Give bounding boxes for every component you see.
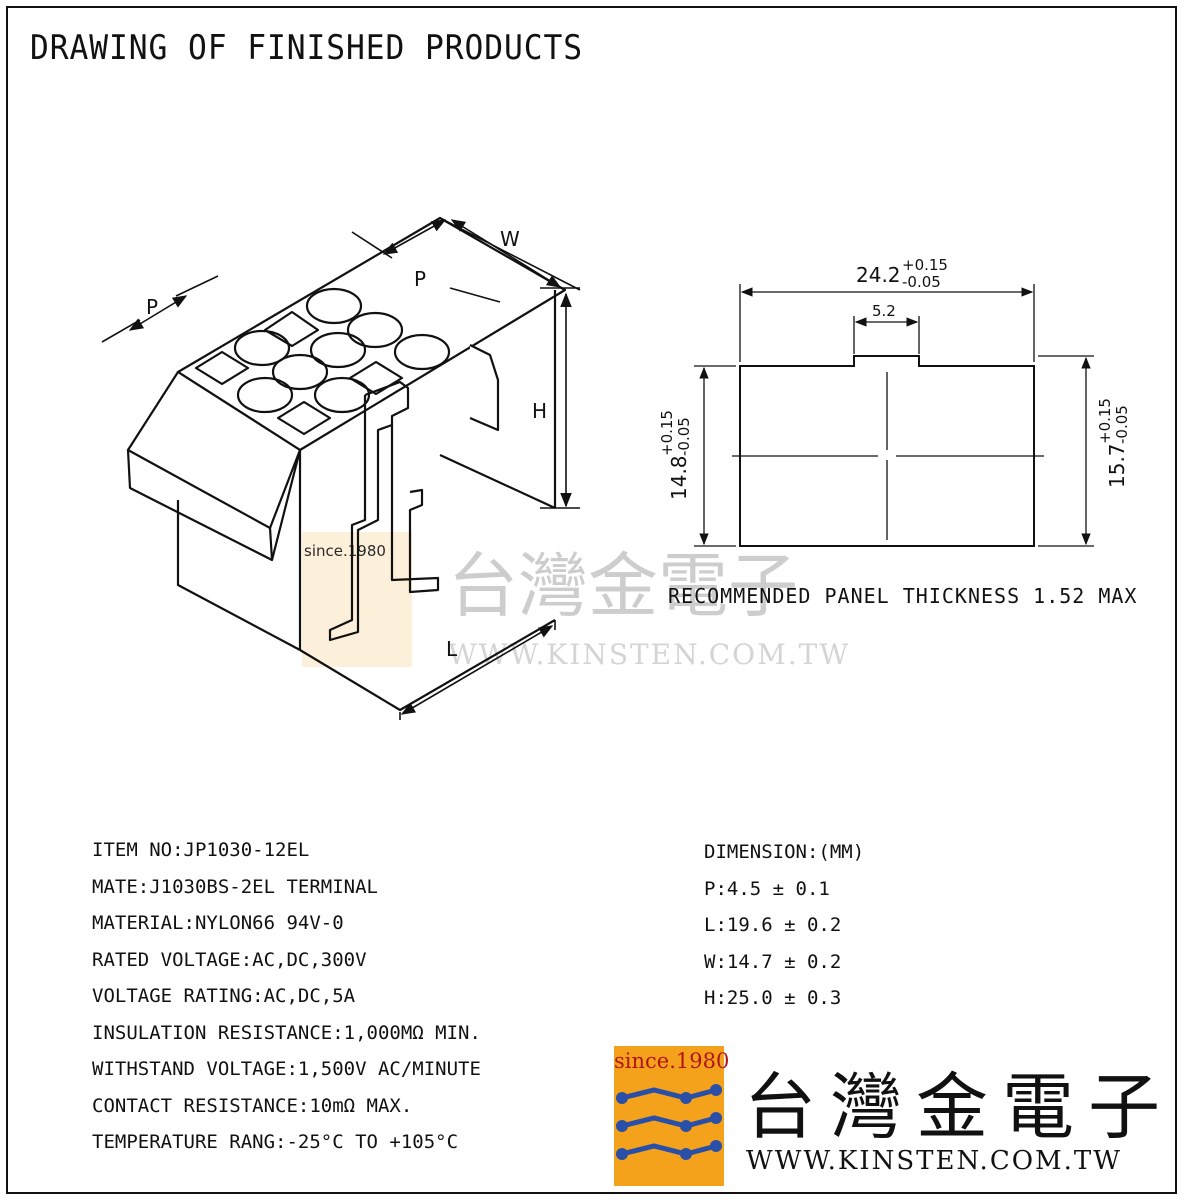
pin-hole bbox=[233, 329, 291, 367]
dim-label-h: H bbox=[532, 399, 547, 423]
side-right-height: 15.7 bbox=[1105, 443, 1129, 488]
side-left-tol-minus: -0.05 bbox=[675, 417, 693, 456]
side-view bbox=[694, 284, 1094, 547]
pin-hole bbox=[305, 287, 363, 325]
pin-hole bbox=[393, 333, 451, 371]
watermark-url: WWW.KINSTEN.COM.TW bbox=[448, 638, 850, 671]
side-tab-width: 5.2 bbox=[872, 302, 896, 320]
dim-label-l: L bbox=[446, 637, 458, 661]
isometric-connector bbox=[101, 216, 581, 720]
pin-hole bbox=[309, 331, 367, 369]
dim-label-p-right: P bbox=[414, 267, 426, 291]
circuit-logo-icon bbox=[614, 1076, 724, 1186]
spec-rated-voltage: RATED VOLTAGE:AC,DC,300V bbox=[92, 948, 367, 971]
dim-label-p-left: P bbox=[146, 295, 158, 319]
dimension-list: DIMENSION:(MM) P:4.5 ± 0.1 L:19.6 ± 0.2 … bbox=[704, 834, 864, 1017]
dimension-w: W:14.7 ± 0.2 bbox=[704, 950, 842, 973]
logo-url: WWW.KINSTEN.COM.TW bbox=[746, 1146, 1122, 1176]
pin-hole bbox=[313, 376, 371, 414]
square-pin-hole bbox=[263, 310, 320, 348]
spec-list: ITEM NO:JP1030-12EL MATE:J1030BS-2EL TER… bbox=[92, 832, 481, 1161]
pin-hole bbox=[271, 353, 329, 391]
square-pin-hole bbox=[348, 360, 404, 396]
logo-since-badge: since.1980 bbox=[614, 1046, 729, 1076]
panel-thickness-note: RECOMMENDED PANEL THICKNESS 1.52 MAX bbox=[668, 584, 1138, 608]
square-pin-hole bbox=[194, 350, 250, 386]
spec-voltage-rating: VOLTAGE RATING:AC,DC,5A bbox=[92, 985, 356, 1007]
side-left-height: 14.8 bbox=[667, 455, 691, 500]
side-left-tol-plus: +0.15 bbox=[658, 410, 676, 456]
side-right-tol-plus: +0.15 bbox=[1096, 398, 1114, 444]
pin-hole bbox=[346, 311, 404, 349]
spec-insulation-resistance: INSULATION RESISTANCE:1,000MΩ MIN. bbox=[92, 1021, 481, 1044]
watermark-cn-name: 台灣金電子 bbox=[448, 545, 798, 627]
spec-material: MATERIAL:NYLON66 94V-0 bbox=[92, 912, 344, 934]
spec-item-no: ITEM NO:JP1030-12EL bbox=[92, 839, 310, 861]
spec-mate: MATE:J1030BS-2EL TERMINAL bbox=[92, 875, 378, 898]
dimension-h: H:25.0 ± 0.3 bbox=[704, 987, 842, 1009]
dim-label-w: W bbox=[500, 227, 520, 251]
pin-hole bbox=[236, 376, 294, 414]
side-width-value: 24.2 bbox=[856, 263, 901, 287]
drawing-title: DRAWING OF FINISHED PRODUCTS bbox=[30, 28, 584, 68]
spec-withstand-voltage: WITHSTAND VOLTAGE:1,500V AC/MINUTE bbox=[92, 1058, 481, 1080]
drawing-frame bbox=[6, 6, 1177, 1194]
logo-company-name: 台灣金電子 bbox=[744, 1065, 1175, 1149]
side-right-tol-minus: -0.05 bbox=[1113, 405, 1131, 444]
side-width-tol-plus: +0.15 bbox=[902, 256, 948, 274]
spec-temperature-range: TEMPERATURE RANG:-25°C TO +105°C bbox=[92, 1131, 459, 1153]
spec-contact-resistance: CONTACT RESISTANCE:10mΩ MAX. bbox=[92, 1094, 413, 1117]
company-logo: since.1980 台灣金電子 WWW.KINSTEN.COM.TW bbox=[614, 1046, 1174, 1186]
side-width-tol-minus: -0.05 bbox=[902, 273, 941, 291]
dimension-header: DIMENSION:(MM) bbox=[704, 841, 865, 863]
square-pin-hole bbox=[276, 400, 332, 436]
dimension-p: P:4.5 ± 0.1 bbox=[704, 877, 830, 900]
dimension-l: L:19.6 ± 0.2 bbox=[704, 914, 842, 936]
watermark-since: since.1980 bbox=[304, 542, 386, 560]
